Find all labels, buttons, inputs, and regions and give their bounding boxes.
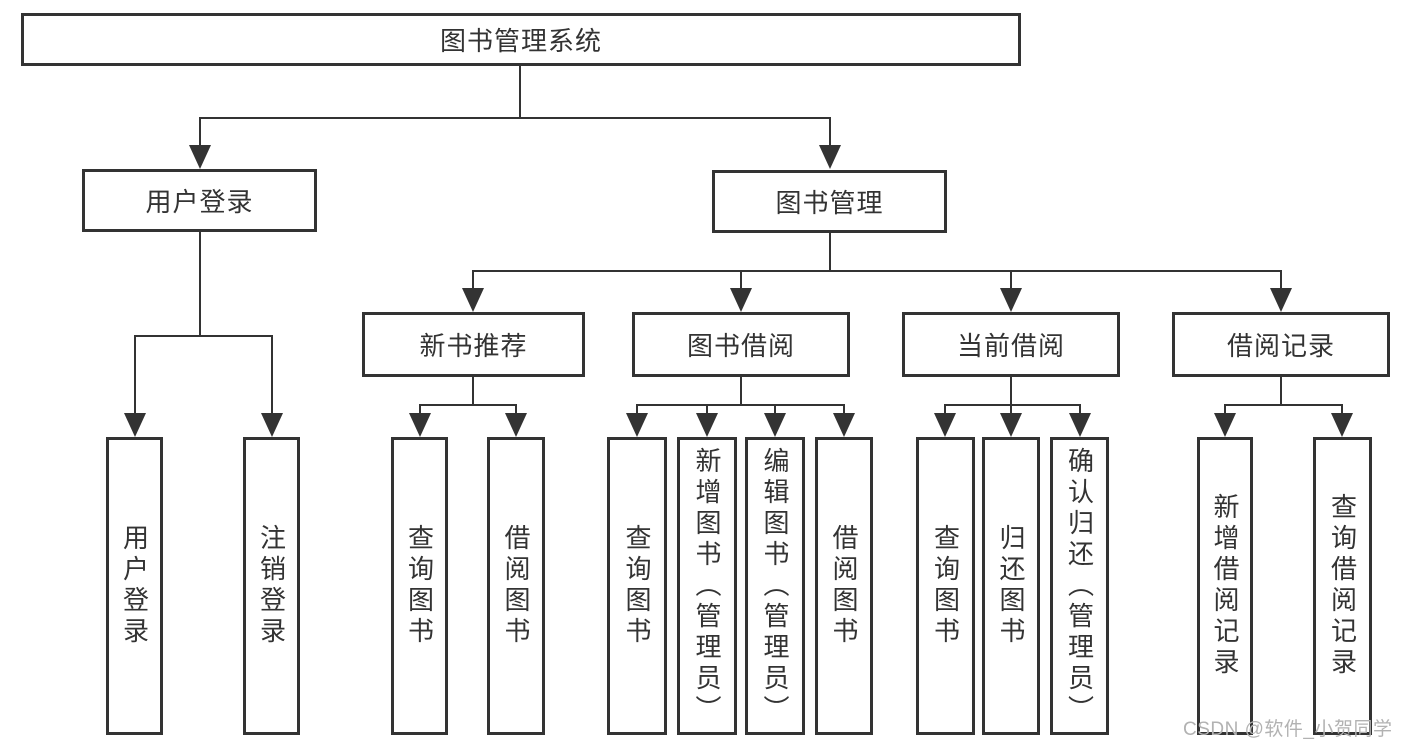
arrow-down-icon bbox=[1214, 413, 1236, 437]
connector-line bbox=[519, 66, 521, 118]
connector-line bbox=[1280, 377, 1282, 406]
leaf-label: 新增图书（管理员） bbox=[692, 446, 722, 726]
connector-line bbox=[843, 404, 845, 416]
arrow-down-icon bbox=[730, 288, 752, 312]
arrow-down-icon bbox=[833, 413, 855, 437]
leaf-label: 查询图书 bbox=[404, 524, 435, 648]
leaf-label: 借阅图书 bbox=[501, 524, 531, 648]
arrow-down-icon bbox=[1069, 413, 1091, 437]
node-label: 图书管理系统 bbox=[439, 26, 602, 56]
arrow-down-icon bbox=[124, 413, 146, 437]
connector-line bbox=[1010, 404, 1012, 416]
connector-line bbox=[472, 270, 474, 292]
leaf-label: 用户登录 bbox=[119, 524, 150, 648]
connector-line bbox=[419, 404, 517, 406]
leaf-user-login: 用户登录 bbox=[106, 437, 163, 735]
leaf-borrow-edit-books-admin: 编辑图书（管理员） bbox=[745, 437, 805, 735]
connector-line bbox=[706, 404, 708, 416]
connector-line bbox=[515, 404, 517, 416]
connector-line bbox=[740, 270, 742, 292]
watermark: CSDN @软件_小贺同学 bbox=[1183, 719, 1393, 740]
leaf-logout: 注销登录 bbox=[243, 437, 300, 735]
arrow-down-icon bbox=[505, 413, 527, 437]
node-library-management-system: 图书管理系统 bbox=[21, 13, 1021, 66]
node-book-borrowing: 图书借阅 bbox=[632, 312, 850, 377]
connector-line bbox=[271, 335, 273, 415]
node-new-book-recommendation: 新书推荐 bbox=[362, 312, 585, 377]
leaf-records-add-record: 新增借阅记录 bbox=[1197, 437, 1253, 735]
leaf-label: 查询图书 bbox=[622, 524, 652, 648]
connector-line bbox=[1224, 404, 1226, 416]
node-book-management: 图书管理 bbox=[712, 170, 947, 233]
leaf-current-confirm-return-admin: 确认归还（管理员） bbox=[1050, 437, 1109, 735]
leaf-label: 查询借阅记录 bbox=[1327, 493, 1358, 679]
arrow-down-icon bbox=[1270, 288, 1292, 312]
node-label: 图书管理 bbox=[775, 188, 884, 218]
connector-line bbox=[199, 232, 201, 336]
connector-line bbox=[199, 117, 201, 147]
connector-line bbox=[740, 377, 742, 406]
leaf-borrow-add-books-admin: 新增图书（管理员） bbox=[677, 437, 737, 735]
node-borrowing-records: 借阅记录 bbox=[1172, 312, 1390, 377]
arrow-down-icon bbox=[409, 413, 431, 437]
arrow-down-icon bbox=[696, 413, 718, 437]
node-label: 借阅记录 bbox=[1226, 331, 1335, 361]
arrow-down-icon bbox=[626, 413, 648, 437]
connector-line bbox=[1341, 404, 1343, 416]
connector-line bbox=[944, 404, 1081, 406]
connector-line bbox=[1010, 377, 1012, 406]
connector-line bbox=[944, 404, 946, 416]
node-user-login: 用户登录 bbox=[82, 169, 317, 232]
node-label: 当前借阅 bbox=[956, 331, 1065, 361]
connector-line bbox=[1079, 404, 1081, 416]
connector-line bbox=[1010, 270, 1012, 292]
leaf-records-query-record: 查询借阅记录 bbox=[1313, 437, 1372, 735]
leaf-label: 确认归还（管理员） bbox=[1064, 446, 1095, 726]
arrow-down-icon bbox=[819, 145, 841, 169]
connector-line bbox=[1224, 404, 1343, 406]
connector-line bbox=[419, 404, 421, 416]
arrow-down-icon bbox=[189, 145, 211, 169]
node-current-borrowing: 当前借阅 bbox=[902, 312, 1120, 377]
arrow-down-icon bbox=[934, 413, 956, 437]
connector-line bbox=[636, 404, 845, 406]
connector-line bbox=[829, 117, 831, 147]
connector-line bbox=[472, 377, 474, 406]
leaf-newbook-borrow-books: 借阅图书 bbox=[487, 437, 545, 735]
arrow-down-icon bbox=[1000, 288, 1022, 312]
leaf-current-return-books: 归还图书 bbox=[982, 437, 1040, 735]
arrow-down-icon bbox=[1000, 413, 1022, 437]
connector-line bbox=[199, 117, 831, 119]
leaf-label: 注销登录 bbox=[256, 524, 287, 648]
node-label: 图书借阅 bbox=[686, 331, 795, 361]
connector-line bbox=[1280, 270, 1282, 292]
leaf-newbook-query-books: 查询图书 bbox=[391, 437, 448, 735]
node-label: 用户登录 bbox=[145, 187, 254, 217]
connector-line bbox=[774, 404, 776, 416]
node-label: 新书推荐 bbox=[419, 331, 528, 361]
connector-line bbox=[829, 233, 831, 271]
arrow-down-icon bbox=[462, 288, 484, 312]
connector-line bbox=[134, 335, 273, 337]
arrow-down-icon bbox=[261, 413, 283, 437]
leaf-label: 归还图书 bbox=[996, 524, 1026, 648]
leaf-borrow-borrow-books: 借阅图书 bbox=[815, 437, 873, 735]
arrow-down-icon bbox=[1331, 413, 1353, 437]
arrow-down-icon bbox=[764, 413, 786, 437]
leaf-borrow-query-books: 查询图书 bbox=[607, 437, 667, 735]
leaf-current-query-books: 查询图书 bbox=[916, 437, 975, 735]
leaf-label: 借阅图书 bbox=[829, 524, 859, 648]
connector-line bbox=[472, 270, 1282, 272]
connector-line bbox=[636, 404, 638, 416]
leaf-label: 新增借阅记录 bbox=[1210, 493, 1240, 679]
connector-line bbox=[134, 335, 136, 415]
leaf-label: 查询图书 bbox=[930, 524, 961, 648]
leaf-label: 编辑图书（管理员） bbox=[760, 446, 790, 726]
